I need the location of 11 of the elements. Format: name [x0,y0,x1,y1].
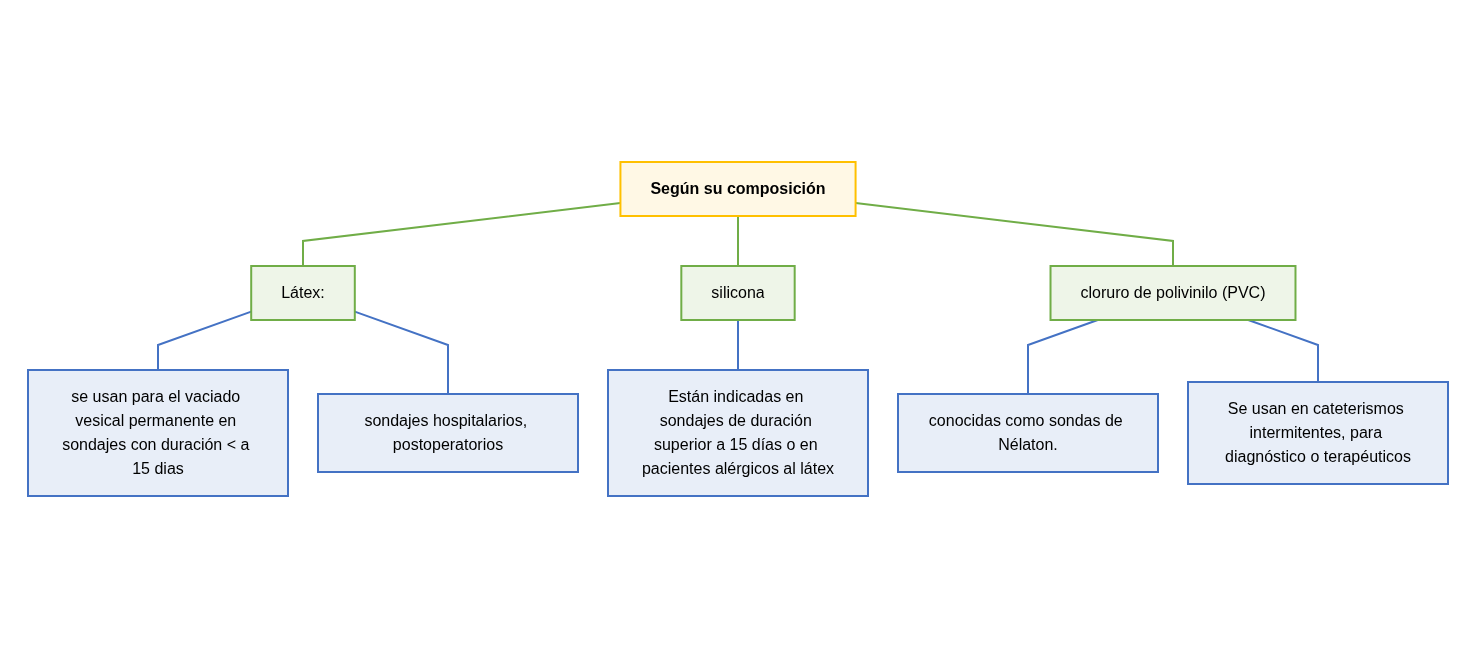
node-box: cloruro de polivinilo (PVC) [1049,265,1297,321]
node-box: Se usan en cateterismos intermitentes, para diagnóstico o terapéuticos [1187,381,1449,485]
node-box: silicona [680,265,796,321]
node-box: se usan para el vaciado vesical permanente en sondajes con duración < a 15 dias [27,369,289,497]
node-box: Látex: [250,265,356,321]
connector [737,319,739,371]
connector [737,215,739,267]
node-box: Según su composición [619,161,857,217]
node-box: conocidas como sondas de Nélaton. [897,393,1159,473]
node-box: Están indicadas en sondajes de duración superior a 15 días o en pacientes alérgicos al látex [607,369,869,497]
node-box: sondajes hospitalarios, postoperatorios [317,393,579,473]
